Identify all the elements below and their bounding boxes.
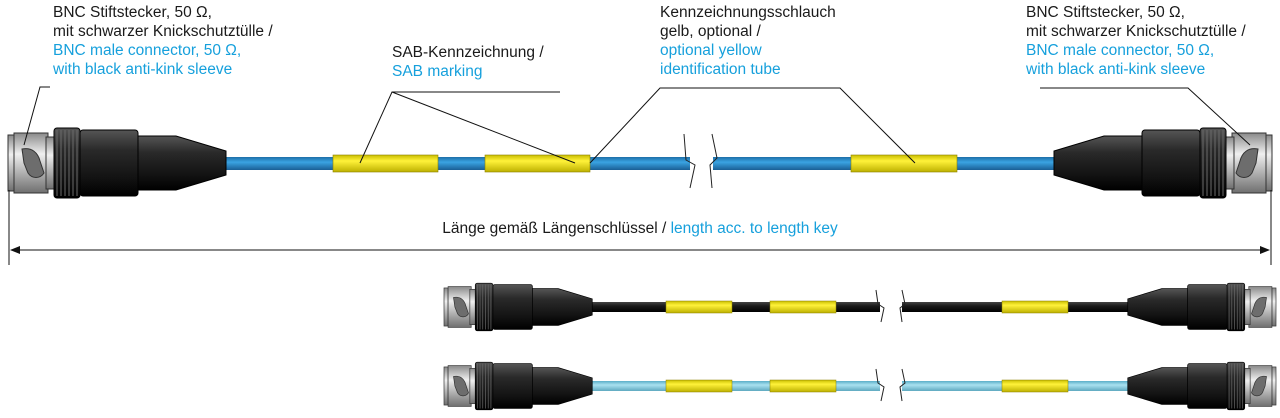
cable-break-right (899, 368, 906, 402)
length-dimension (8, 190, 1272, 265)
cable-light-blue-left (590, 381, 880, 391)
label-right-connector: BNC Stiftstecker, 50 Ω, mit schwarzer Kn… (1026, 3, 1246, 79)
leader-lines (23, 86, 1251, 164)
variant-black-cable (443, 282, 1277, 332)
label-sab-de: SAB-Kennzeichnung / (392, 44, 544, 61)
bnc-connector-left (443, 361, 593, 411)
leader-tube (589, 87, 800, 164)
label-right-en-line2: with black anti-kink sleeve (1026, 61, 1206, 78)
label-left-de-line1: BNC Stiftstecker, 50 Ω, (53, 4, 212, 21)
label-left-de-line2: mit schwarzer Knickschutztülle / (53, 23, 273, 40)
cable-break-left (683, 133, 696, 189)
label-left-en-line1: BNC male connector, 50 Ω, (53, 42, 242, 59)
sab-marking-2 (769, 300, 837, 314)
label-right-de-line1: BNC Stiftstecker, 50 Ω, (1026, 4, 1185, 21)
cable-break-right (709, 133, 718, 189)
sab-marking-1 (665, 300, 733, 314)
cable-break-right (899, 289, 906, 323)
cable-blue-left (215, 157, 690, 170)
leader-right-connector (1040, 87, 1251, 146)
bnc-connector-right (1127, 361, 1277, 411)
main-cable-assembly (7, 127, 1273, 199)
bnc-connector-right (1053, 127, 1273, 199)
label-left-en-line2: with black anti-kink sleeve (53, 61, 233, 78)
label-left-connector: BNC Stiftstecker, 50 Ω, mit schwarzer Kn… (53, 3, 273, 79)
variant-light-blue-cable (443, 361, 1277, 411)
label-length: Länge gemäß Längenschlüssel / length acc… (0, 219, 1280, 238)
label-tube-en-line1: optional yellow (660, 42, 762, 59)
sab-marking-1 (665, 379, 733, 393)
label-sab-en: SAB marking (392, 63, 483, 80)
label-identification-tube: Kennzeichnungsschlauch gelb, optional / … (660, 3, 836, 79)
cable-break-left (875, 289, 885, 323)
sab-marking-2 (769, 379, 837, 393)
bnc-connector-left (443, 282, 593, 332)
cable-black-left (590, 302, 880, 312)
sab-marking-2 (484, 154, 591, 173)
leader-tube-2 (800, 87, 916, 164)
sab-marking-1 (332, 154, 439, 173)
label-sab-marking: SAB-Kennzeichnung / SAB marking (392, 43, 544, 81)
label-tube-en-line2: identification tube (660, 61, 781, 78)
label-right-de-line2: mit schwarzer Knickschutztülle / (1026, 23, 1246, 40)
leader-left-connector (23, 86, 50, 146)
cable-break-left (875, 368, 885, 402)
leader-sab-marking (359, 91, 560, 164)
leader-sab-marking-2 (391, 91, 576, 164)
label-right-en-line1: BNC male connector, 50 Ω, (1026, 42, 1215, 59)
bnc-connector-right (1127, 282, 1277, 332)
identification-tube (1001, 379, 1069, 393)
identification-tube (1001, 300, 1069, 314)
label-length-en: length acc. to length key (670, 220, 838, 237)
label-tube-de-line2: gelb, optional / (660, 23, 761, 40)
bnc-connector-left (7, 127, 227, 199)
label-tube-de-line1: Kennzeichnungsschlauch (660, 4, 836, 21)
label-length-de: Länge gemäß Längenschlüssel / (442, 220, 671, 237)
identification-tube (850, 154, 958, 173)
